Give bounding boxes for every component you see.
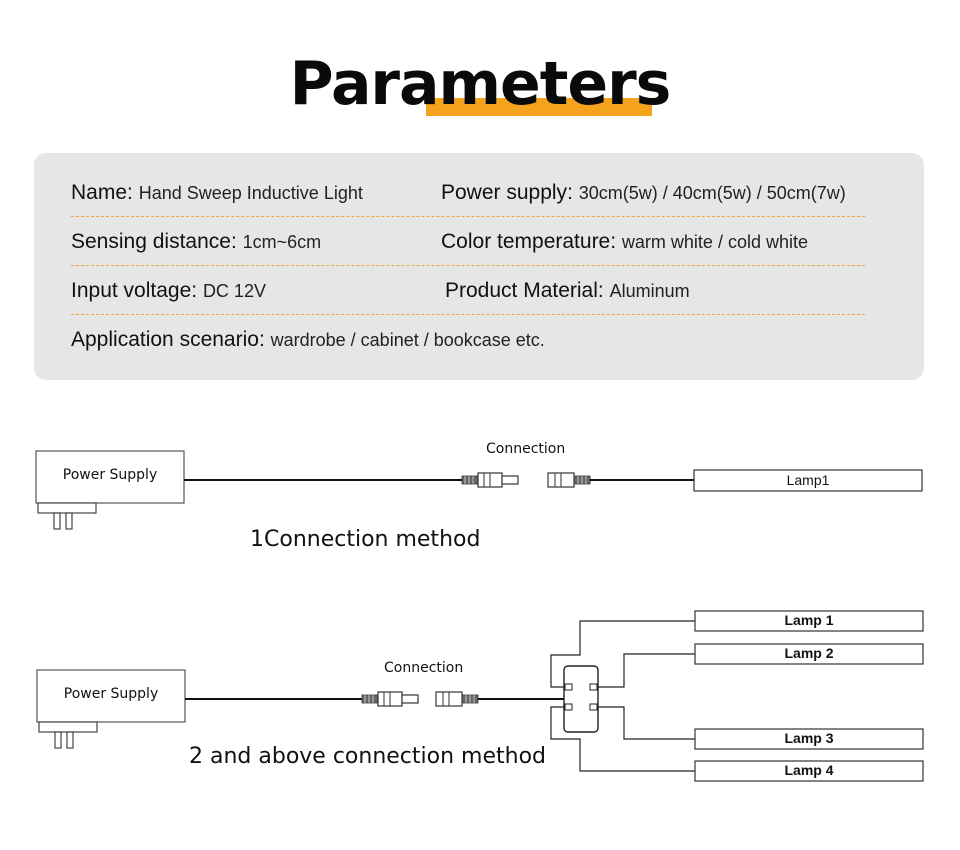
lamp-label: Lamp 4 (784, 762, 834, 778)
female-connector-icon (547, 472, 591, 488)
parameter-name: Name: Hand Sweep Inductive Light (71, 181, 363, 204)
connection-label: Connection (486, 441, 566, 457)
branch-wire (597, 653, 695, 688)
splitter-hub (563, 665, 599, 733)
lamp-label: Lamp 3 (784, 730, 834, 746)
lamp-box (693, 469, 923, 492)
parameter-value: Aluminum (609, 281, 690, 301)
row-divider (71, 314, 865, 315)
parameter-label: Product Material (445, 279, 598, 302)
title-block: Parameters (0, 48, 960, 128)
parameters-panel: Name: Hand Sweep Inductive Light Power s… (34, 153, 924, 380)
diagram-2 (36, 610, 924, 782)
parameter-value: Hand Sweep Inductive Light (138, 183, 363, 203)
parameter-power-supply: Power supply: 30cm(5w) / 40cm(5w) / 50cm… (441, 181, 846, 204)
female-connector-icon (435, 691, 479, 707)
parameter-value: warm white / cold white (621, 232, 808, 252)
parameter-label: Input voltage (71, 279, 192, 302)
power-supply-label: Power Supply (62, 467, 158, 483)
parameter-sensing-distance: Sensing distance: 1cm~6cm (71, 230, 322, 253)
parameter-input-voltage: Input voltage: DC 12V (71, 279, 266, 302)
parameter-label: Power supply (441, 181, 568, 204)
parameter-row: Name: Hand Sweep Inductive Light Power s… (71, 177, 865, 217)
parameter-label: Name (71, 181, 128, 204)
row-divider (71, 216, 865, 217)
parameter-application-scenario: Application scenario: wardrobe / cabinet… (71, 328, 545, 351)
male-connector-icon (461, 472, 519, 488)
parameter-value: 30cm(5w) / 40cm(5w) / 50cm(7w) (578, 183, 846, 203)
lamp-label: Lamp 2 (784, 645, 834, 661)
parameter-color-temperature: Color temperature: warm white / cold whi… (441, 230, 808, 253)
parameter-row: Sensing distance: 1cm~6cm Color temperat… (71, 226, 865, 266)
male-connector-icon (361, 691, 419, 707)
parameter-value: DC 12V (202, 281, 266, 301)
lamp-box (694, 728, 924, 750)
power-plug-icon (37, 502, 97, 530)
connection-label: Connection (384, 660, 464, 676)
diagram-1 (35, 450, 923, 530)
lamp-label: Lamp1 (786, 472, 830, 488)
page-title: Parameters (289, 49, 672, 119)
row-divider (71, 265, 865, 266)
lamp-label: Lamp 1 (784, 612, 834, 628)
parameter-value: wardrobe / cabinet / bookcase etc. (270, 330, 545, 350)
branch-wire (550, 706, 695, 772)
power-plug-icon (38, 721, 98, 749)
branch-wire (550, 620, 695, 688)
connection-method-caption: 1Connection method (250, 527, 481, 552)
connection-method-caption: 2 and above connection method (189, 744, 546, 769)
power-supply-box (35, 450, 185, 504)
parameter-label: Color temperature (441, 230, 611, 253)
parameter-row: Application scenario: wardrobe / cabinet… (71, 324, 865, 364)
parameter-label: Application scenario (71, 328, 259, 351)
parameter-product-material: Product Material: Aluminum (445, 279, 690, 302)
parameter-value: 1cm~6cm (242, 232, 322, 252)
lamp-box (694, 643, 924, 665)
parameter-label: Sensing distance (71, 230, 231, 253)
parameter-row: Input voltage: DC 12V Product Material: … (71, 275, 865, 315)
power-supply-label: Power Supply (63, 686, 159, 702)
branch-wire (597, 706, 695, 740)
lamp-box (694, 760, 924, 782)
power-supply-box (36, 669, 186, 723)
title-underline-bar (426, 98, 652, 116)
lamp-box (694, 610, 924, 632)
